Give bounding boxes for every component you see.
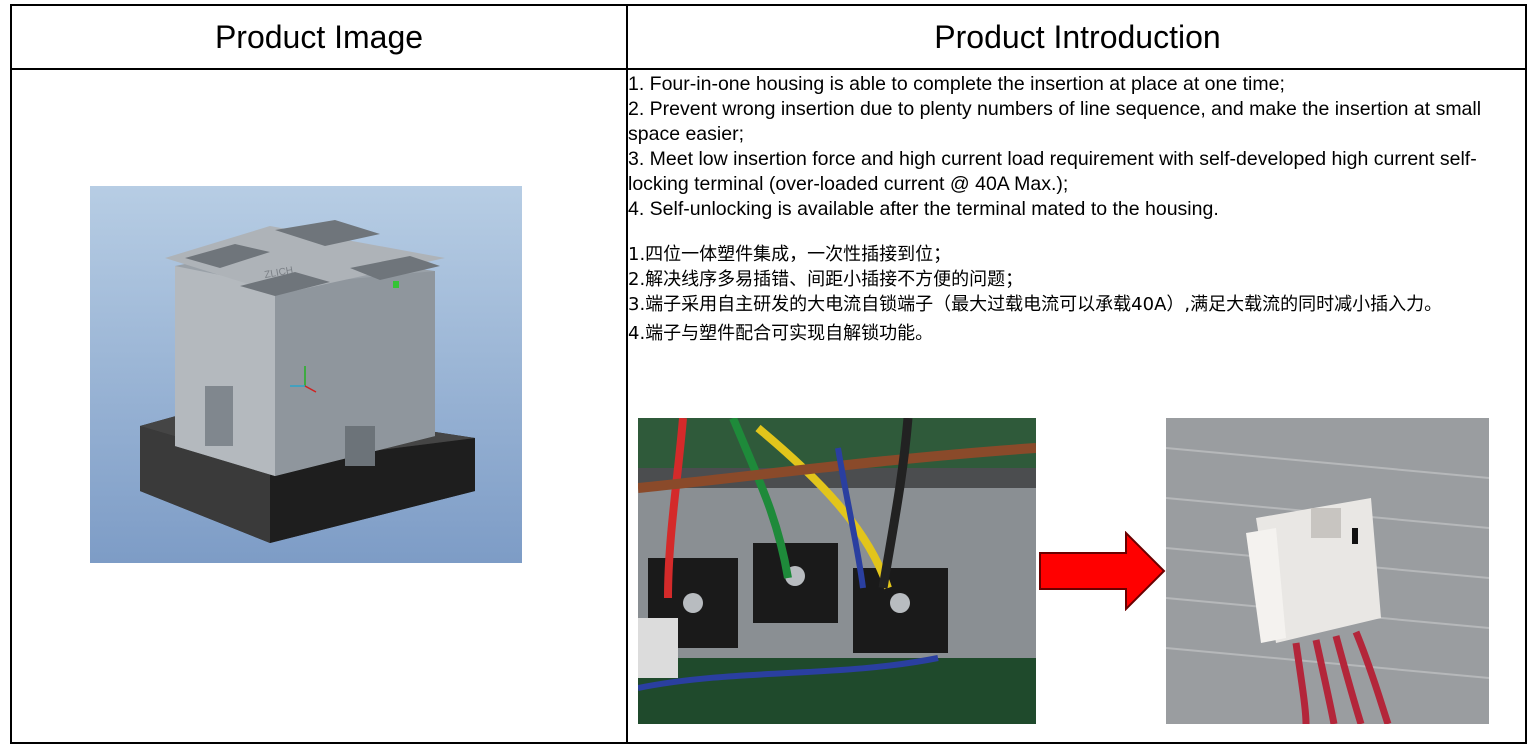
intro-cn-2: 2.解决线序多易插错、间距小插接不方便的问题；	[628, 269, 1024, 290]
header-product-introduction: Product Introduction	[934, 18, 1221, 55]
housing-marking: ZLICH	[264, 265, 294, 281]
connector-photo	[1166, 418, 1489, 724]
intro-en-2: 2. Prevent wrong insertion due to plenty…	[628, 98, 1482, 145]
intro-cn-1: 1.四位一体塑件集成，一次性插接到位；	[628, 244, 952, 265]
intro-en-1: 1. Four-in-one housing is able to comple…	[628, 73, 1285, 95]
red-arrow-icon	[1039, 531, 1166, 611]
header-product-image: Product Image	[214, 18, 424, 55]
product-table: Product Image Product Introduction	[10, 4, 1527, 744]
product-render-image: ZLICH	[90, 186, 522, 563]
product-introduction-text: 1. Four-in-one housing is able to comple…	[628, 72, 1508, 346]
intro-cn-4: 4.端子与塑件配合可实现自解锁功能。	[628, 323, 934, 344]
intro-en-3: 3. Meet low insertion force and high cur…	[628, 148, 1477, 195]
column-divider	[626, 6, 628, 742]
intro-en-4: 4. Self-unlocking is available after the…	[628, 198, 1219, 220]
intro-cn-3: 3.端子采用自主研发的大电流自锁端子（最大过载电流可以承载40A）,满足大载流的…	[628, 294, 1443, 315]
header-divider	[12, 68, 1525, 70]
installation-photo	[638, 418, 1036, 724]
